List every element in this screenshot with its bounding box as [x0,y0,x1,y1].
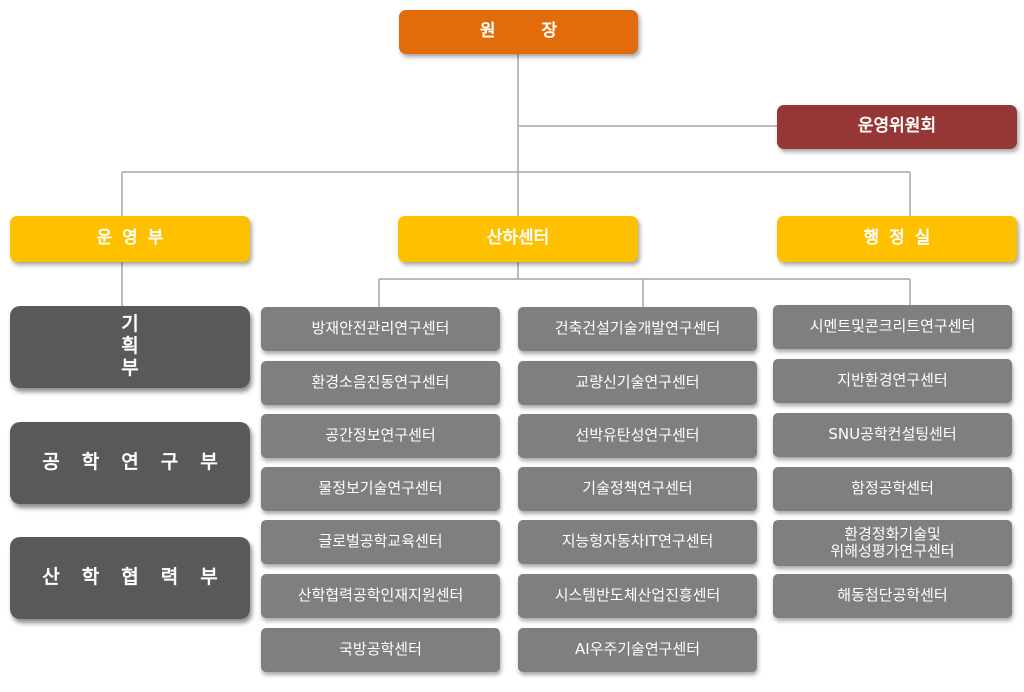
center-box: 글로벌공학교육센터 [261,520,500,564]
center-box: 지반환경연구센터 [773,359,1012,403]
engineering-research-department-box: 공학연구부 [10,422,250,504]
center-box: 해동첨단공학센터 [773,574,1012,618]
center-box: 교량신기술연구센터 [518,361,757,405]
affiliated-centers-division-box: 산하센터 [398,216,638,262]
center-box: 시스템반도체산업진흥센터 [518,574,757,618]
center-box: 국방공학센터 [261,628,500,672]
planning-department-box: 기 획 부 [10,306,250,388]
center-box: 함정공학센터 [773,467,1012,511]
industry-cooperation-department-box: 산학협력부 [10,537,250,619]
center-box: 지능형자동차IT연구센터 [518,520,757,564]
center-box: 선박유탄성연구센터 [518,414,757,458]
director-box: 원 장 [399,10,638,54]
center-box: 물정보기술연구센터 [261,467,500,511]
center-box: 건축건설기술개발연구센터 [518,307,757,351]
administration-office-box: 행정실 [777,216,1017,262]
center-box: 기술정책연구센터 [518,467,757,511]
center-box: AI우주기술연구센터 [518,628,757,672]
operations-division-box: 운영부 [10,216,250,262]
center-box: 산학협력공학인재지원센터 [261,574,500,618]
steering-committee-box: 운영위원회 [777,105,1017,149]
center-box: 방재안전관리연구센터 [261,307,500,351]
center-box: 공간정보연구센터 [261,414,500,458]
center-box: 환경소음진동연구센터 [261,361,500,405]
center-box: 환경정화기술및 위해성평가연구센터 [773,520,1012,566]
center-box: SNU공학컨설팅센터 [773,413,1012,457]
center-box: 시멘트및콘크리트연구센터 [773,305,1012,349]
